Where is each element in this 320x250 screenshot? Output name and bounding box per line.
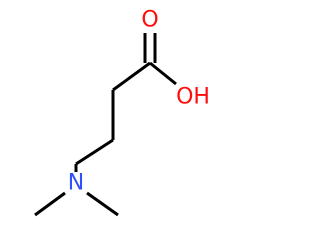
molecule-structure: O OH N <box>34 8 210 217</box>
bond-carboxyl-oh <box>149 61 177 86</box>
atom-labels: O OH N <box>68 8 210 196</box>
bonds <box>34 33 177 217</box>
bond-n-methyl-right <box>86 191 119 217</box>
nitrogen-label: N <box>68 171 84 196</box>
bond-c3-c4 <box>75 138 114 166</box>
bond-c1-c2 <box>112 61 151 92</box>
structure-canvas: O OH N <box>34 8 210 217</box>
carbonyl-oxygen-label: O <box>141 8 158 33</box>
bond-n-methyl-left <box>34 191 66 217</box>
hydroxyl-label: OH <box>176 85 210 110</box>
